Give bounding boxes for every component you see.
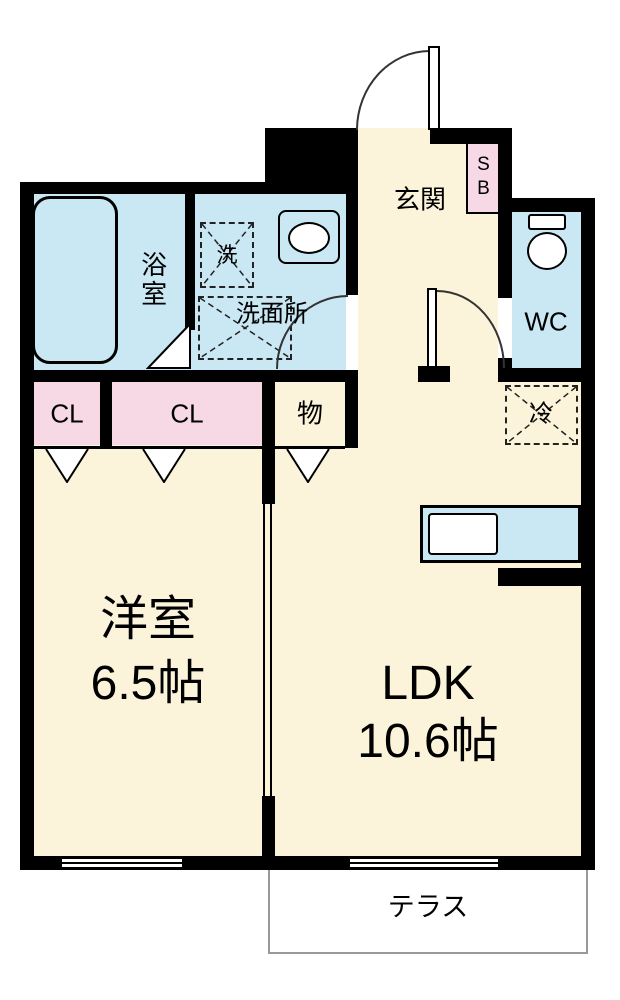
sink-bowl-icon <box>288 222 330 254</box>
wall-segment <box>498 212 512 298</box>
western-room-size-label: 6.5帖 <box>90 656 206 710</box>
folding-door-icon <box>142 449 186 483</box>
storage-label: 物 <box>296 398 324 429</box>
washing-machine-label: 洗 <box>216 243 238 267</box>
entrance-door-arc-icon <box>356 50 430 130</box>
wall-segment <box>498 128 512 212</box>
sliding-door-line <box>263 504 265 796</box>
terrace-area <box>268 870 588 954</box>
wall-segment <box>20 182 34 870</box>
wall-segment <box>262 448 275 504</box>
bath-folding-door-icon <box>146 322 191 369</box>
closet-center-area <box>110 380 264 448</box>
genkan-label: 玄関 <box>393 184 447 215</box>
bathroom-label: 浴室 <box>137 251 168 309</box>
refrigerator-icon <box>505 385 578 445</box>
wall-segment <box>20 182 265 194</box>
toilet-tank-icon <box>528 214 566 230</box>
wc-label: WC <box>524 306 568 337</box>
ldk-size-label: 10.6帖 <box>357 714 499 768</box>
washroom-label: 洗面所 <box>236 300 308 328</box>
shoe-box-label: SB <box>472 154 494 202</box>
entrance-door-leaf-icon <box>428 46 440 130</box>
wall-segment <box>185 194 195 330</box>
bathtub-icon <box>32 196 118 364</box>
folding-door-icon <box>45 449 89 483</box>
refrigerator-label: 冷 <box>529 400 553 428</box>
cross-lines-icon <box>507 387 576 443</box>
folding-door-icon <box>286 449 330 483</box>
wall-segment <box>346 194 358 295</box>
closet-left-area <box>32 380 102 448</box>
closet-front-line <box>34 446 345 449</box>
wc-door-leaf-icon <box>427 288 437 368</box>
western-room-area <box>30 445 270 860</box>
cross-lines-icon <box>202 224 252 286</box>
wall-segment <box>265 128 358 194</box>
closet-center-label: CL <box>170 398 204 429</box>
wall-segment <box>581 198 595 870</box>
wall-segment <box>498 368 595 382</box>
wall-segment <box>498 198 595 212</box>
kitchen-sink-icon <box>428 513 498 555</box>
wall-segment <box>20 370 358 382</box>
cross-lines-icon <box>200 298 290 358</box>
wall-segment <box>100 382 112 448</box>
washroom-doorway <box>346 295 358 370</box>
kitchen-back-counter-icon <box>498 568 581 586</box>
window-icon <box>350 856 498 870</box>
wall-segment <box>262 382 275 448</box>
window-icon <box>62 856 182 870</box>
wall-segment <box>345 382 358 448</box>
ldk-label: LDK <box>381 656 475 710</box>
terrace-label: テラス <box>387 891 469 922</box>
wall-segment <box>262 796 275 856</box>
wall-segment <box>430 128 512 144</box>
sliding-door-line <box>270 504 272 796</box>
washing-machine-icon <box>200 222 254 288</box>
shoe-box <box>466 142 500 214</box>
western-room-label: 洋室 <box>99 592 197 646</box>
closet-left-label: CL <box>50 398 84 429</box>
toilet-bowl-icon <box>527 232 567 270</box>
wall-segment <box>418 366 450 382</box>
